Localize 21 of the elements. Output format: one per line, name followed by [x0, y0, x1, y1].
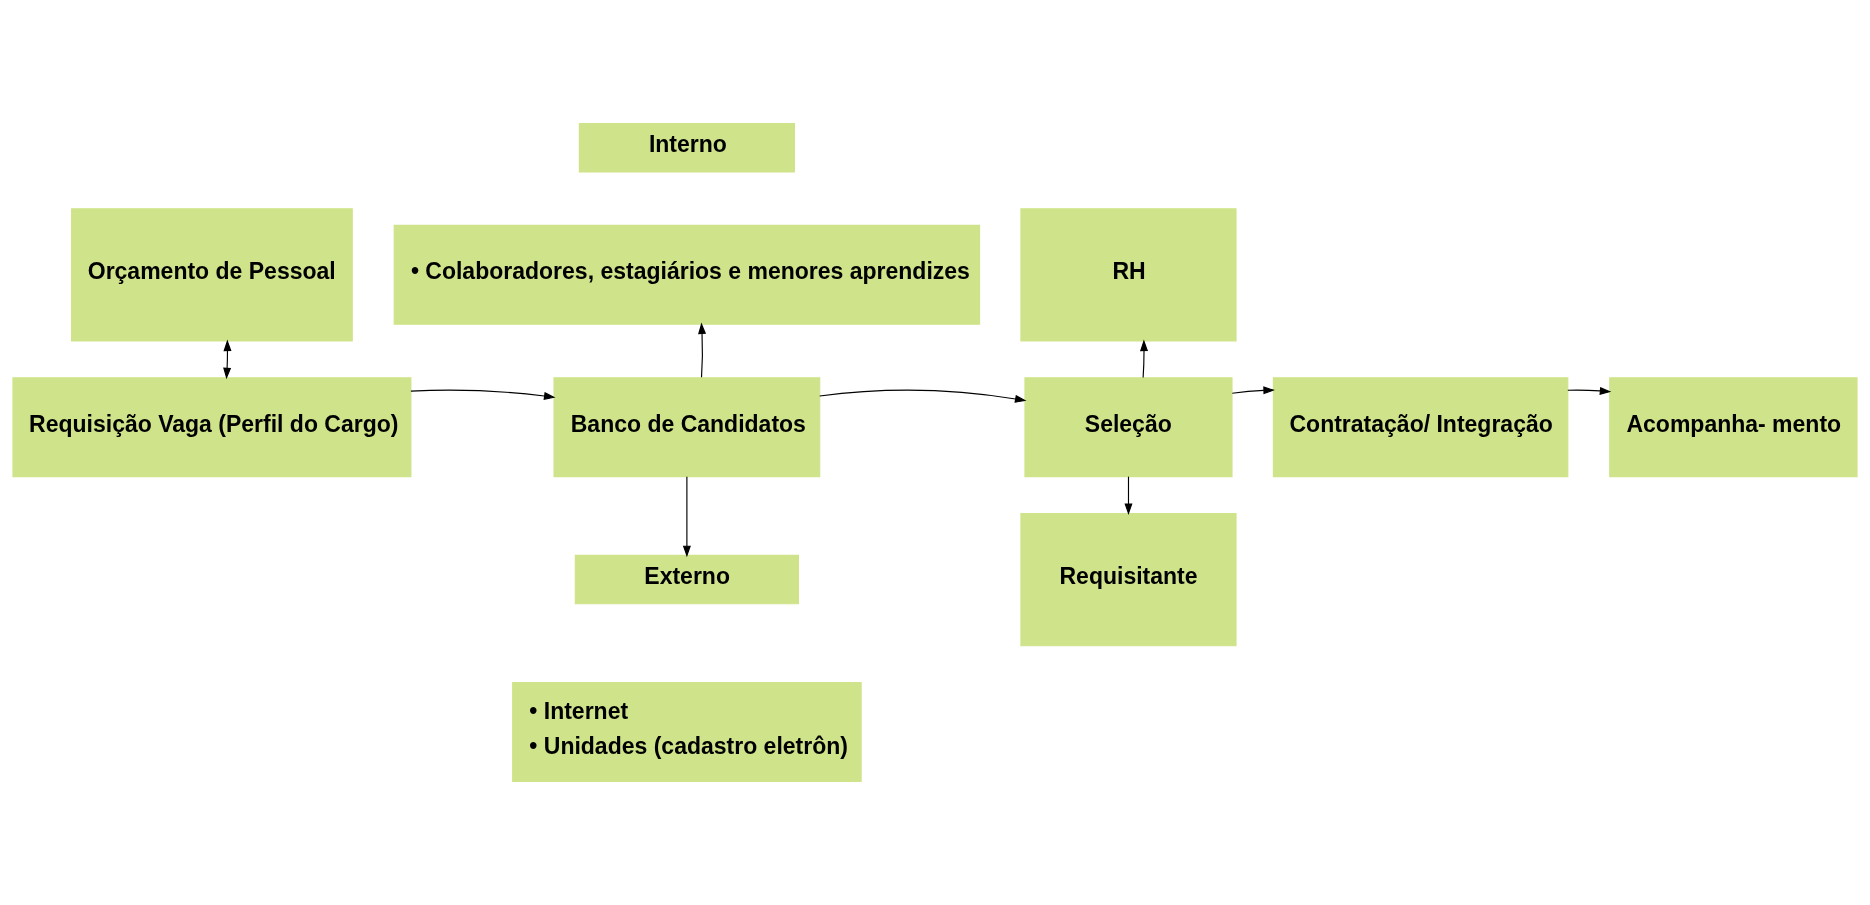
node-box: Banco de Candidatos: [553, 377, 821, 478]
arrow: [1567, 386, 1612, 395]
node-box: • Colaboradores, estagiários e menores aprendizes: [393, 224, 981, 325]
node-box: Requisitante: [1020, 512, 1237, 647]
node-box: Contratação/ Integração: [1272, 377, 1569, 478]
node-box: Orçamento de Pessoal: [71, 208, 353, 342]
node-box: • Internet • Unidades (cadastro eletrôn): [512, 681, 862, 782]
arrow: [698, 322, 707, 378]
arrow: [410, 389, 556, 400]
node-box: Seleção: [1024, 377, 1233, 478]
arrow: [682, 476, 691, 558]
node-box: Acompanha- mento: [1609, 377, 1858, 478]
arrow: [223, 339, 232, 380]
arrow: [1139, 339, 1149, 379]
node-box: Interno: [578, 123, 795, 173]
node-box: Requisição Vaga (Perfil do Cargo): [12, 377, 412, 478]
node-box: RH: [1020, 208, 1237, 342]
node-box: Externo: [574, 554, 799, 605]
arrow: [1231, 386, 1275, 395]
arrow: [1124, 476, 1133, 515]
arrow: [819, 389, 1027, 403]
